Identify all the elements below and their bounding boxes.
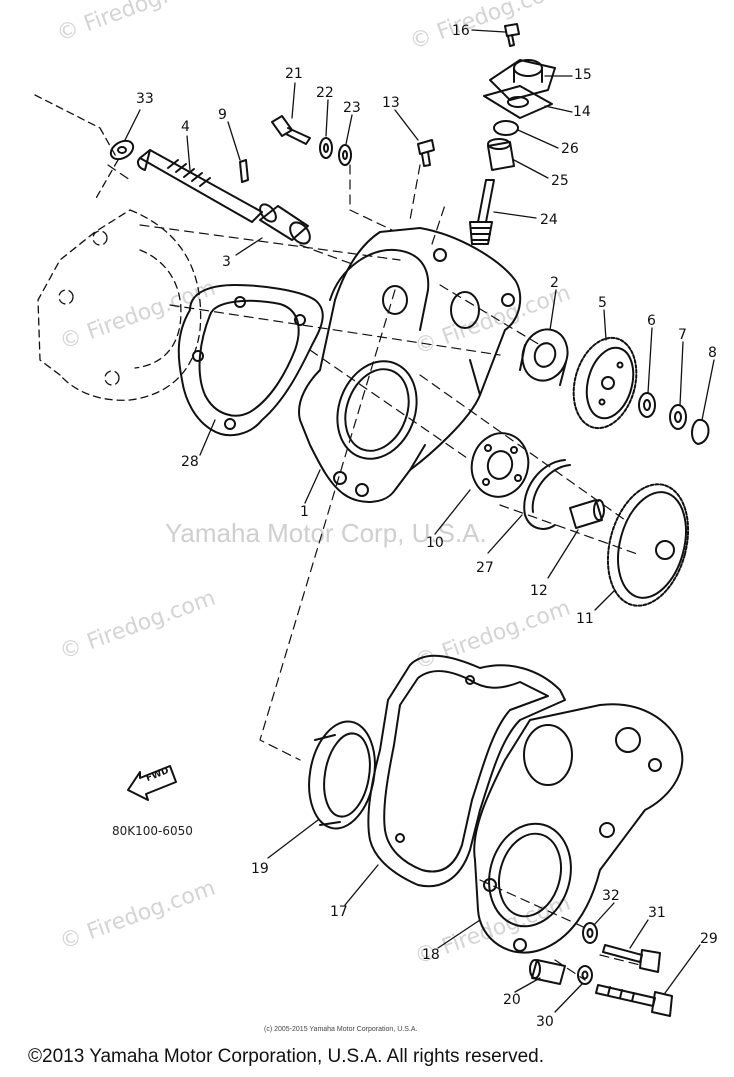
part-label-14: 14 xyxy=(573,104,591,120)
part-13-screw xyxy=(417,139,435,167)
part-24-gear-shaft xyxy=(469,179,495,245)
part-label-20: 20 xyxy=(503,992,521,1008)
part-label-7: 7 xyxy=(678,327,687,343)
part-22-washer xyxy=(319,137,333,159)
part-30-washer xyxy=(577,965,593,985)
part-label-9: 9 xyxy=(218,107,227,123)
leader-lines xyxy=(124,29,715,1013)
part-16-screw xyxy=(504,23,520,47)
part-19-seal xyxy=(308,720,376,830)
part-label-5: 5 xyxy=(598,295,607,311)
part-label-33: 33 xyxy=(136,91,154,107)
part-27-circlip xyxy=(523,459,571,530)
part-23-washer xyxy=(338,144,352,166)
part-label-11: 11 xyxy=(576,611,594,627)
part-label-3: 3 xyxy=(222,254,231,270)
engine-case-outline xyxy=(34,94,202,401)
part-label-22: 22 xyxy=(316,85,334,101)
part-2-bearing xyxy=(519,328,569,386)
part-label-25: 25 xyxy=(551,173,569,189)
part-label-28: 28 xyxy=(181,454,199,470)
part-25-bushing xyxy=(487,138,515,171)
part-32-washer xyxy=(582,922,598,944)
footer-copyright: ©2013 Yamaha Motor Corporation, U.S.A. A… xyxy=(28,1046,544,1067)
part-26-oring xyxy=(493,120,519,136)
part-1-case-cover xyxy=(298,227,522,503)
part-label-18: 18 xyxy=(422,947,440,963)
part-15-housing xyxy=(489,59,556,101)
part-label-13: 13 xyxy=(382,95,400,111)
part-14-gasket xyxy=(483,85,553,119)
part-8-clip xyxy=(691,418,710,445)
part-7-washer xyxy=(669,404,687,430)
part-33-washer xyxy=(109,139,135,161)
part-label-32: 32 xyxy=(602,888,620,904)
part-18-cover xyxy=(473,703,684,954)
part-5-gear xyxy=(572,336,638,430)
part-label-16: 16 xyxy=(452,23,470,39)
forward-arrow-icon xyxy=(127,765,177,801)
part-label-6: 6 xyxy=(647,313,656,329)
part-label-15: 15 xyxy=(574,67,592,83)
part-20-dowel xyxy=(529,959,566,985)
part-label-30: 30 xyxy=(536,1014,554,1030)
part-label-31: 31 xyxy=(648,905,666,921)
part-29-bolt xyxy=(595,984,673,1017)
part-28-gasket xyxy=(177,284,324,437)
part-4-shaft xyxy=(136,149,263,223)
small-copyright: (c) 2005-2015 Yamaha Motor Corporation, … xyxy=(264,1026,418,1033)
part-label-27: 27 xyxy=(476,560,494,576)
part-label-24: 24 xyxy=(540,212,558,228)
part-label-12: 12 xyxy=(530,583,548,599)
part-label-26: 26 xyxy=(561,141,579,157)
part-label-8: 8 xyxy=(708,345,717,361)
part-17-gasket xyxy=(367,654,566,888)
part-label-29: 29 xyxy=(700,931,718,947)
part-31-bolt xyxy=(602,944,661,973)
part-label-21: 21 xyxy=(285,66,303,82)
part-label-1: 1 xyxy=(300,504,309,520)
part-label-19: 19 xyxy=(251,861,269,877)
part-label-4: 4 xyxy=(181,119,190,135)
part-12-pin xyxy=(569,499,605,529)
part-6-washer xyxy=(638,392,656,418)
part-label-23: 23 xyxy=(343,100,361,116)
part-10-bearing xyxy=(470,432,530,498)
watermark-center: Yamaha Motor Corp, U.S.A. xyxy=(165,518,487,548)
diagram-code: 80K100-6050 xyxy=(112,824,193,838)
part-label-17: 17 xyxy=(330,904,348,920)
part-label-10: 10 xyxy=(426,535,444,551)
part-9-pin xyxy=(239,159,249,183)
part-11-gear xyxy=(606,483,690,607)
part-3-collar xyxy=(259,203,311,245)
part-21-bolt xyxy=(271,115,311,145)
part-label-2: 2 xyxy=(550,275,559,291)
